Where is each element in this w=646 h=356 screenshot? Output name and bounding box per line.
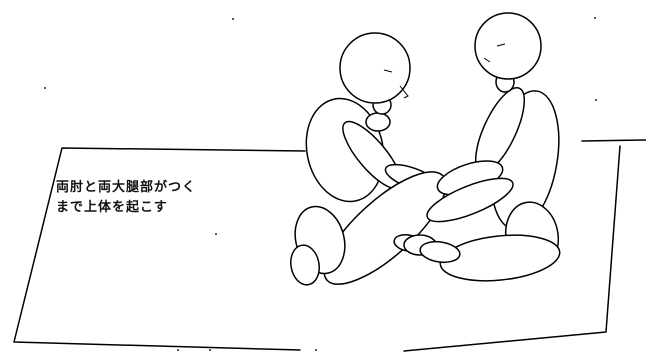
print-specks <box>44 17 597 351</box>
caption-line-1: 両肘と両大腿部がつく <box>56 180 197 195</box>
instruction-caption: 両肘と両大腿部がつく まで上体を起こす <box>56 178 276 218</box>
caption-line-2: まで上体を起こす <box>56 200 168 215</box>
right-figure-head <box>474 12 542 80</box>
floor-mat <box>13 139 646 352</box>
left-figure <box>290 32 447 286</box>
right-figure <box>403 12 561 282</box>
left-figure-head <box>339 32 411 104</box>
